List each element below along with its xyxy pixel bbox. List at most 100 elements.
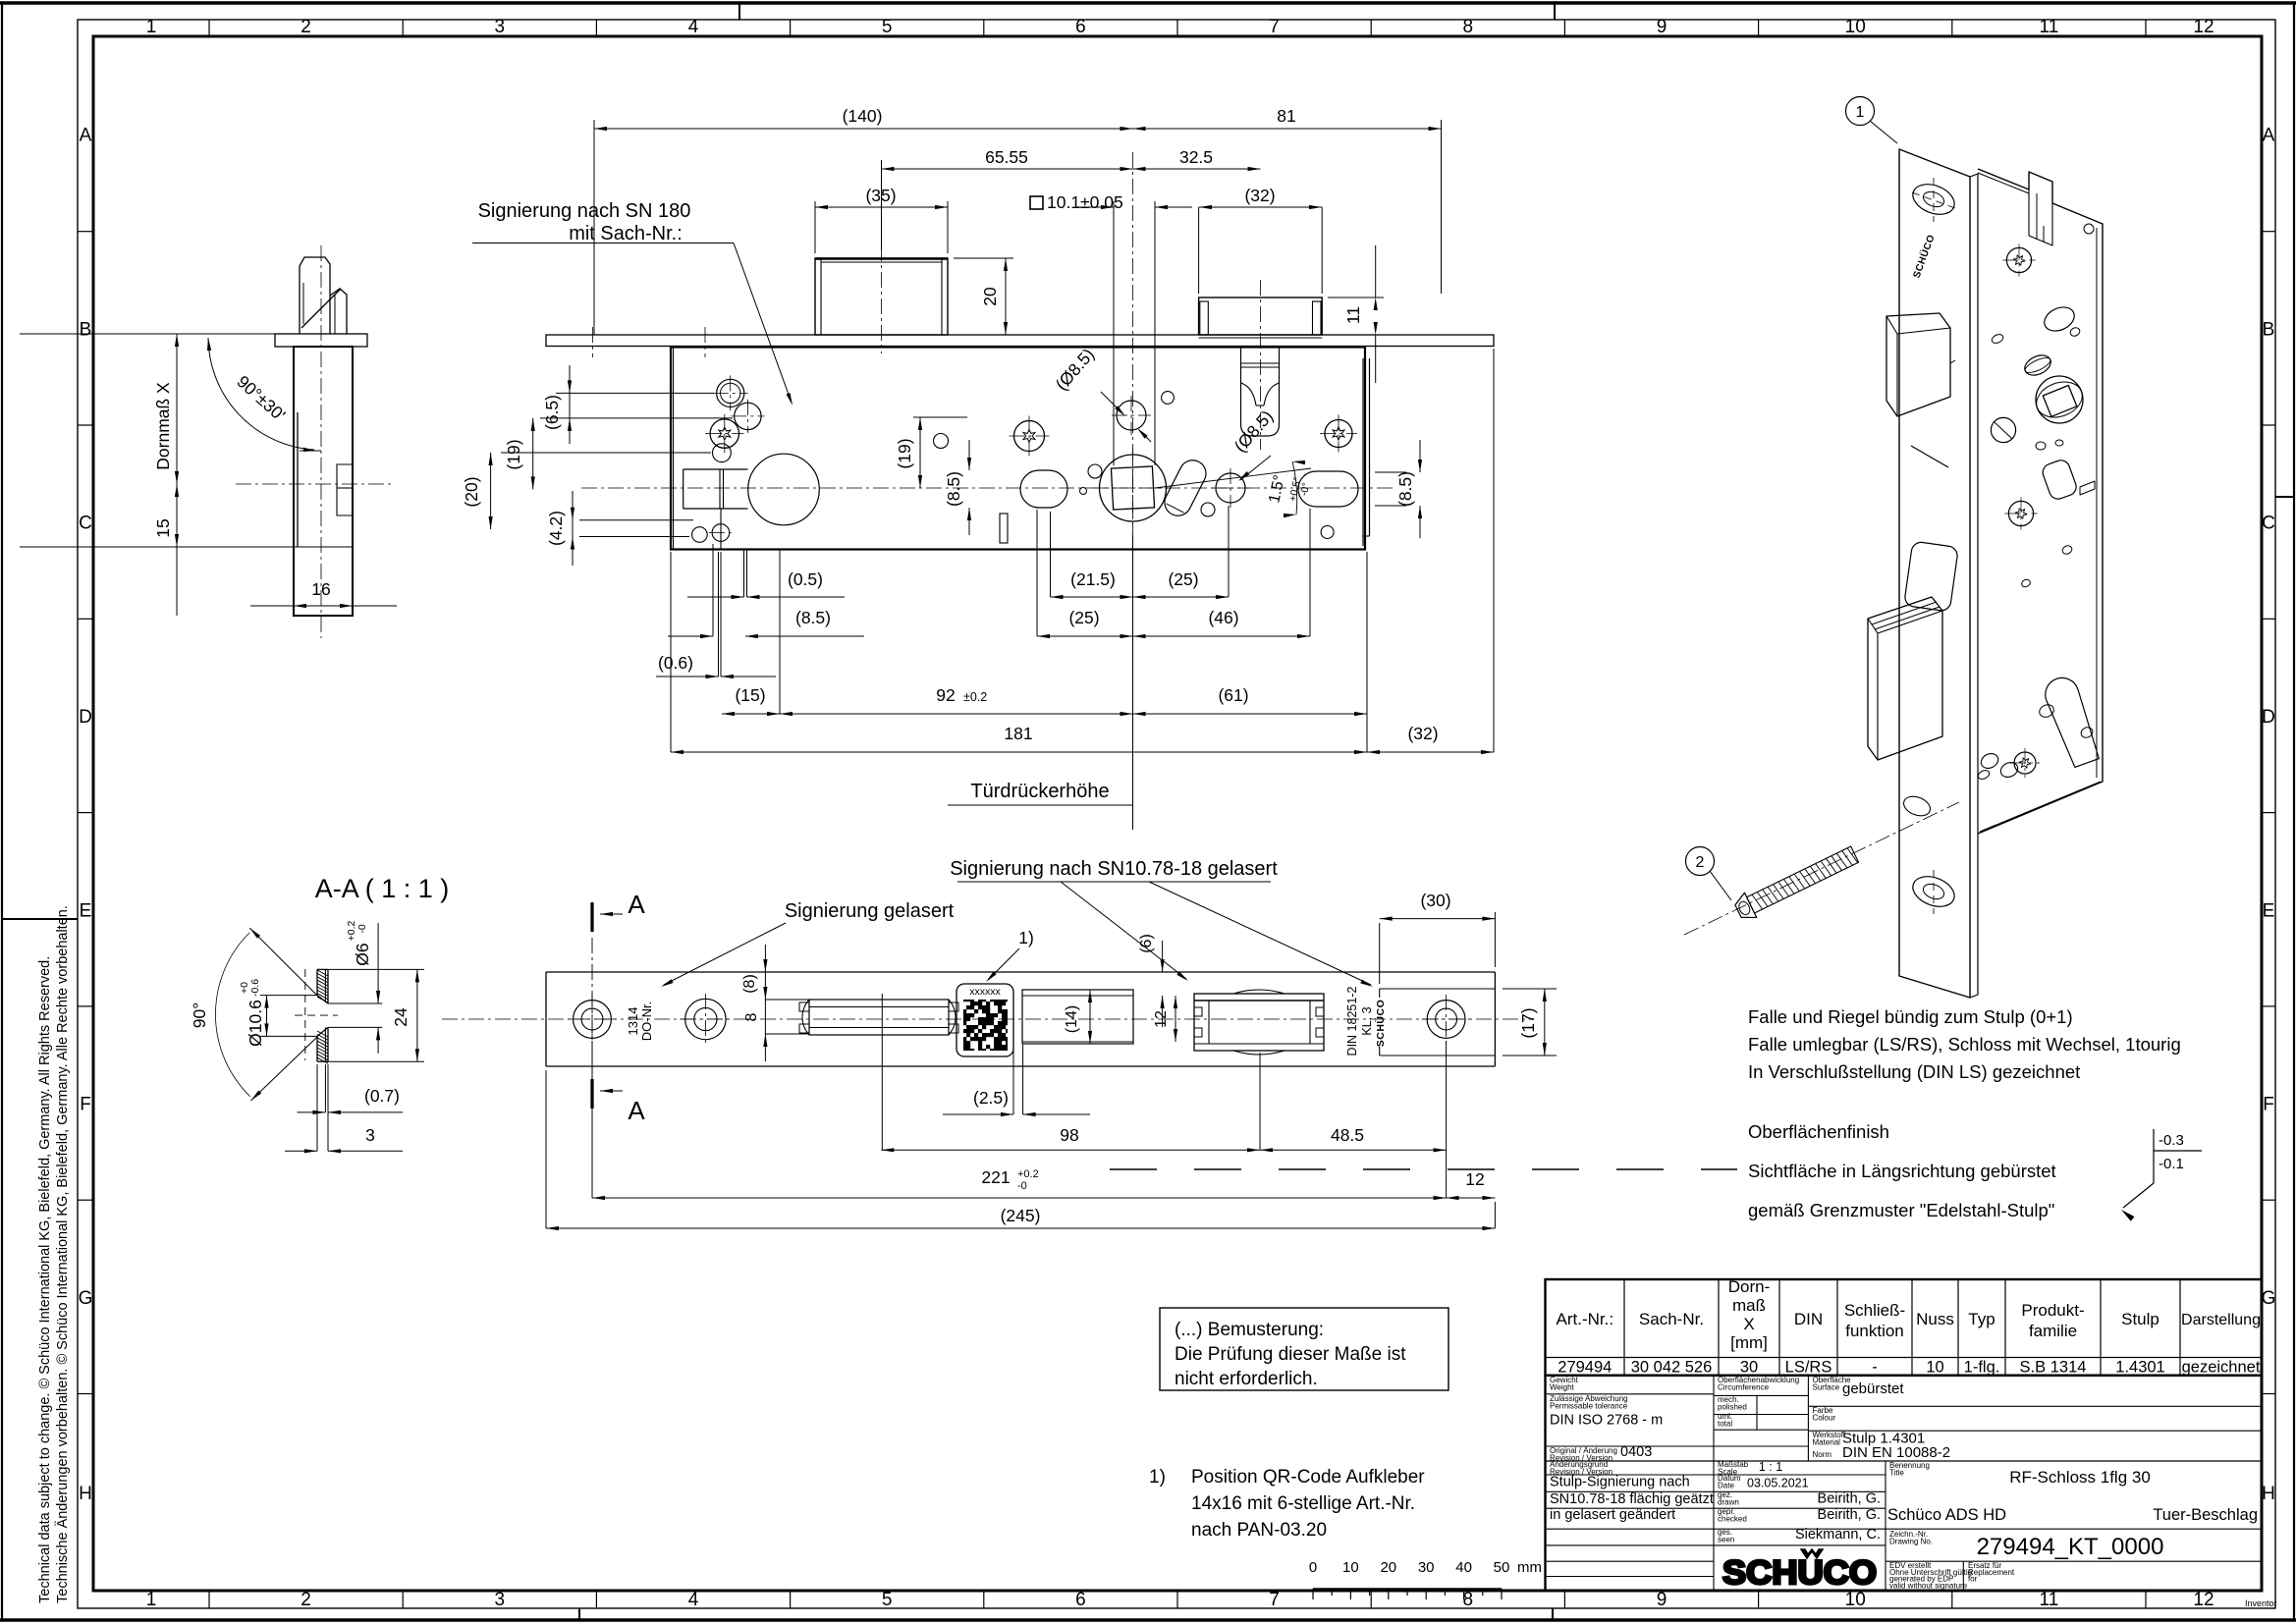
svg-text:Zeichn.-Nr.: Zeichn.-Nr. [1889,1530,1928,1539]
svg-text:1 : 1: 1 : 1 [1759,1460,1782,1474]
svg-text:Typ: Typ [1968,1310,1995,1328]
svg-text:uml.: uml. [1718,1412,1732,1421]
svg-text:-0.3: -0.3 [2159,1132,2184,1149]
svg-text:9: 9 [1657,1590,1667,1610]
svg-text:1.4301: 1.4301 [2115,1359,2164,1377]
svg-text:EDV erstellt: EDV erstellt [1889,1561,1932,1570]
svg-text:maß: maß [1732,1296,1766,1315]
svg-text:8: 8 [1463,1590,1474,1610]
svg-text:DO-Nr.: DO-Nr. [639,1001,654,1041]
svg-text:B: B [80,319,92,340]
svg-text:12: 12 [1153,1010,1170,1028]
svg-text:(...) Bemusterung:: (...) Bemusterung: [1175,1320,1324,1340]
svg-text:Türdrückerhöhe: Türdrückerhöhe [970,781,1109,802]
svg-text:16: 16 [311,579,330,599]
svg-text:(0.6): (0.6) [658,653,693,673]
svg-text:81: 81 [1277,106,1295,126]
svg-text:(8.5): (8.5) [795,608,831,627]
svg-text:(140): (140) [843,106,883,126]
svg-text:Drawing No.: Drawing No. [1889,1538,1933,1546]
svg-text:gemäß Grenzmuster "Edelstahl-S: gemäß Grenzmuster "Edelstahl-Stulp" [1748,1200,2054,1220]
svg-text:Produkt-: Produkt- [2021,1301,2084,1320]
svg-text:Farbe: Farbe [1813,1406,1833,1415]
svg-text:Signierung nach SN 180: Signierung nach SN 180 [478,200,691,222]
svg-text:Oberfläche: Oberfläche [1813,1376,1852,1384]
svg-text:Falle umlegbar (LS/RS), Schlos: Falle umlegbar (LS/RS), Schloss mit Wech… [1748,1034,2181,1055]
svg-text:11: 11 [2040,1590,2059,1610]
svg-text:+0.2: +0.2 [346,920,357,941]
svg-text:Beirith, G.: Beirith, G. [1818,1491,1881,1507]
svg-text:48.5: 48.5 [1331,1125,1364,1145]
svg-text:Ersatz für: Ersatz für [1968,1561,2002,1570]
svg-text:-0°: -0° [1298,482,1313,498]
svg-text:B: B [2263,319,2275,340]
svg-text:0: 0 [1309,1559,1317,1576]
svg-text:(0.5): (0.5) [788,569,823,589]
svg-text:SN10.78-18 flächig geätzt: SN10.78-18 flächig geätzt [1550,1491,1714,1507]
svg-text:Inventor: Inventor [2245,1598,2277,1608]
svg-text:Sichtfläche in Längsrichtung g: Sichtfläche in Längsrichtung gebürstet [1748,1161,2056,1181]
svg-text:SCHUCO: SCHUCO [1722,1554,1877,1592]
svg-text:(19): (19) [895,438,914,468]
svg-text:A: A [2263,125,2275,145]
svg-text:-0.6: -0.6 [249,979,261,997]
svg-text:(30): (30) [1420,891,1450,910]
svg-text:6: 6 [1075,1590,1086,1610]
svg-text:65.55: 65.55 [985,147,1028,167]
svg-text:F: F [80,1095,91,1115]
svg-text:279494_KT_0000: 279494_KT_0000 [1977,1534,2164,1560]
svg-text:3: 3 [495,17,506,37]
svg-text:(6.5): (6.5) [542,395,562,430]
svg-text:30 042 526: 30 042 526 [1631,1359,1713,1377]
svg-text:Siekmann, C.: Siekmann, C. [1795,1527,1881,1543]
svg-text:-: - [1872,1359,1878,1377]
svg-text:03.05.2021: 03.05.2021 [1747,1477,1809,1490]
svg-text:92: 92 [936,685,955,705]
svg-text:(17): (17) [1518,1007,1538,1038]
svg-text:(15): (15) [735,685,765,705]
svg-text:A: A [628,890,645,919]
svg-text:gepr.: gepr. [1718,1507,1735,1516]
svg-text:2: 2 [1696,854,1705,871]
svg-text:181: 181 [1004,724,1032,743]
svg-text:Revision / Version: Revision / Version [1550,1454,1613,1463]
svg-text:Position QR-Code Aufkleber: Position QR-Code Aufkleber [1191,1467,1425,1488]
svg-text:polished: polished [1718,1403,1747,1412]
svg-text:2: 2 [301,17,311,37]
svg-text:1.5°: 1.5° [1266,473,1288,505]
svg-text:32.5: 32.5 [1179,147,1213,167]
svg-text:mm: mm [1517,1559,1542,1576]
svg-text:8: 8 [743,1012,760,1021]
svg-text:Oberflächenfinish: Oberflächenfinish [1748,1121,1889,1142]
svg-text:Oberflächenabwicklung: Oberflächenabwicklung [1718,1376,1799,1384]
svg-text:Beirith, G.: Beirith, G. [1818,1507,1881,1523]
svg-text:D: D [2262,707,2275,728]
svg-text:20: 20 [980,287,1000,306]
svg-text:90°: 90° [190,1002,209,1028]
svg-text:funktion: funktion [1845,1322,1904,1340]
svg-text:Zulässige Abweichung: Zulässige Abweichung [1550,1394,1628,1403]
svg-text:(0.7): (0.7) [364,1086,400,1106]
svg-text:Stulp: Stulp [2121,1310,2159,1328]
svg-text:Darstellung: Darstellung [2181,1312,2261,1328]
svg-text:1314: 1314 [626,1007,640,1036]
svg-text:DIN: DIN [1794,1310,1823,1328]
svg-text:Signierung nach SN10.78-18 gel: Signierung nach SN10.78-18 gelasert [950,858,1278,880]
svg-text:(4.2): (4.2) [546,511,566,546]
svg-text:1): 1) [1018,928,1034,947]
svg-text:Colour: Colour [1813,1414,1836,1423]
svg-text:(25): (25) [1168,569,1198,589]
svg-text:Norm: Norm [1813,1450,1832,1459]
svg-text:total: total [1718,1420,1732,1429]
svg-text:Dorn-: Dorn- [1728,1277,1771,1296]
svg-text:H: H [79,1484,92,1504]
svg-text:DIN 18251-2: DIN 18251-2 [1345,987,1359,1056]
svg-text:±0.2: ±0.2 [963,690,987,704]
svg-text:5: 5 [882,17,893,37]
svg-text:RF-Schloss 1flg 30: RF-Schloss 1flg 30 [2009,1468,2151,1487]
svg-text:12: 12 [2193,17,2214,37]
svg-text:Nuss: Nuss [1916,1310,1954,1328]
svg-text:Date: Date [1718,1482,1734,1490]
svg-text:C: C [2262,514,2275,534]
svg-text:10: 10 [1342,1559,1359,1576]
